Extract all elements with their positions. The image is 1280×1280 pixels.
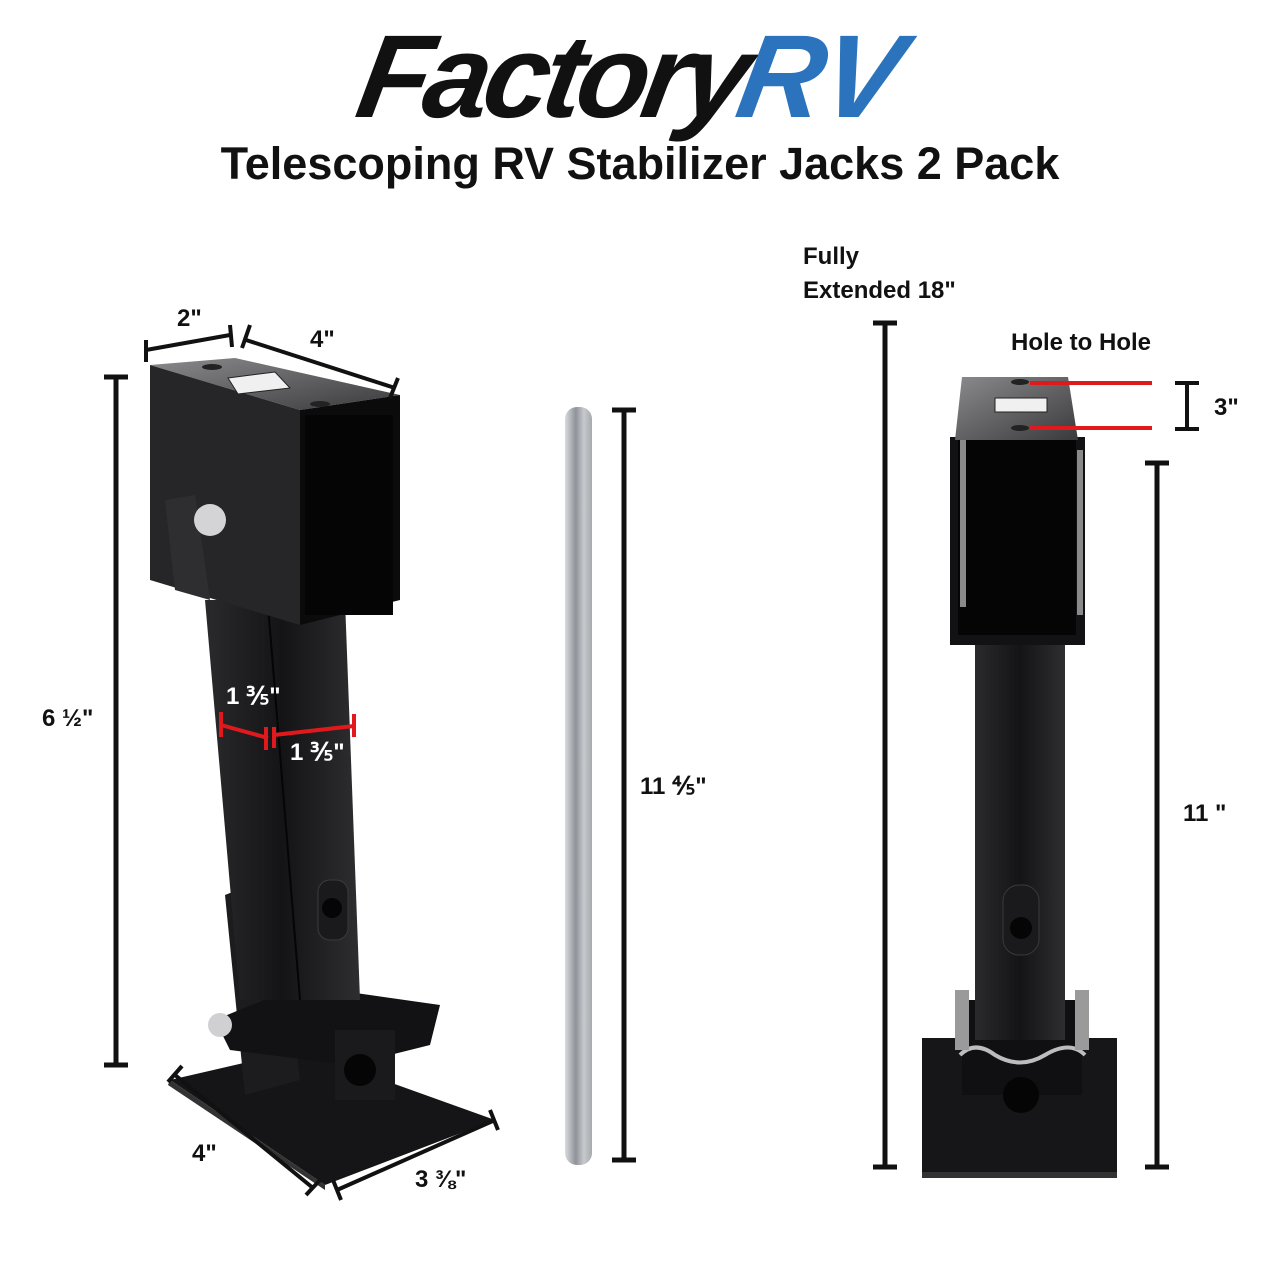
- hole-distance-label: 3": [1214, 394, 1239, 421]
- extended-label-line1: Fully: [803, 243, 860, 270]
- left-foot-length-label: 4": [192, 1140, 217, 1167]
- left-foot-width-label: 3 ⅜": [415, 1166, 467, 1193]
- product-title: Telescoping RV Stabilizer Jacks 2 Pack: [220, 138, 1060, 189]
- left-top-length-label: 4": [310, 326, 335, 353]
- handle-length-label: 11 ⅘": [640, 773, 707, 800]
- handle-rod-image: [565, 407, 592, 1165]
- left-height-label: 6 ½": [42, 705, 94, 732]
- left-tube-width-b-label: 1 ⅗": [290, 739, 345, 766]
- right-height-label: 11 ": [1183, 800, 1227, 827]
- left-jack-image: [150, 358, 495, 1190]
- dimension-lines: [104, 320, 1199, 1201]
- extended-label-line2: Extended 18": [803, 277, 956, 304]
- left-tube-width-a-label: 1 ⅗": [226, 683, 281, 710]
- left-top-width-label: 2": [177, 305, 202, 332]
- hole-to-hole-label: Hole to Hole: [1011, 329, 1152, 356]
- right-jack-image: [922, 377, 1117, 1178]
- highlight-lines: [219, 381, 1152, 750]
